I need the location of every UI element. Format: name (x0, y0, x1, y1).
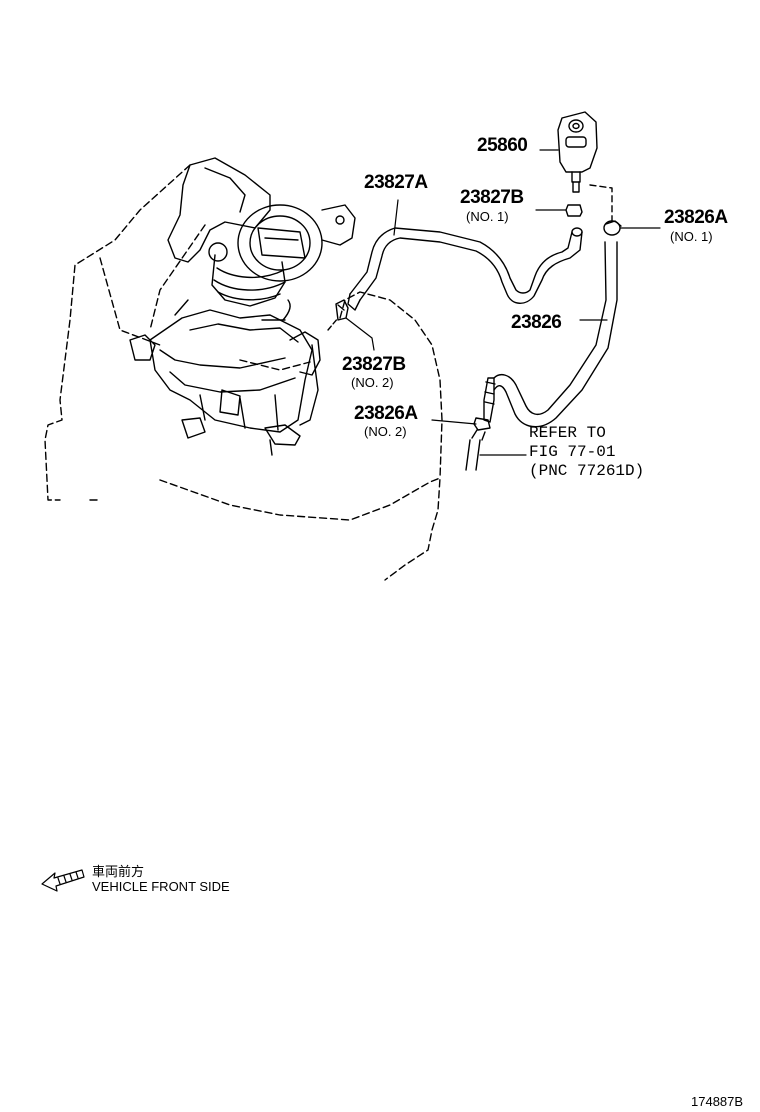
part-label-23827A: 23827A (364, 172, 428, 193)
part-label-23827B-no2: 23827B (342, 354, 406, 375)
reference-line-1: REFER TO (529, 424, 606, 442)
vehicle-front-label-jp: 車両前方 (92, 864, 145, 879)
part-sub-23826A-no1: (NO. 1) (670, 229, 713, 244)
arrow-left-icon (41, 869, 85, 892)
vsv-valve-25860 (539, 111, 598, 193)
clamp-23826A-no1 (603, 220, 661, 236)
part-sub-23826A-no2: (NO. 2) (364, 424, 407, 439)
figure-number: 174887B (691, 1094, 744, 1109)
clamp-23827B-no2 (327, 299, 375, 351)
leader-23827A (393, 199, 399, 236)
part-label-25860: 25860 (477, 135, 528, 156)
clamp-23826A-no2 (431, 417, 491, 431)
part-label-23827B-no1: 23827B (460, 187, 524, 208)
part-sub-23827B-no1: (NO. 1) (466, 209, 509, 224)
engine-assembly-illustration (44, 157, 443, 581)
tube-to-fig-77-01 (465, 429, 527, 471)
part-label-23826A-no1: 23826A (664, 207, 728, 228)
part-sub-23827B-no2: (NO. 2) (351, 375, 394, 390)
connection-dashed-line (589, 184, 613, 223)
hose-23826 (483, 241, 618, 428)
part-label-23826: 23826 (511, 312, 562, 333)
part-label-23826A-no2: 23826A (354, 403, 418, 424)
reference-note: REFER TO FIG 77-01 (PNC 77261D) (529, 424, 644, 481)
vehicle-front-label-en: VEHICLE FRONT SIDE (92, 879, 230, 894)
hose-23827A (347, 227, 583, 311)
clamp-23827B-no1 (535, 204, 583, 217)
reference-line-2: FIG 77-01 (529, 443, 616, 461)
reference-line-3: (PNC 77261D) (529, 462, 645, 480)
